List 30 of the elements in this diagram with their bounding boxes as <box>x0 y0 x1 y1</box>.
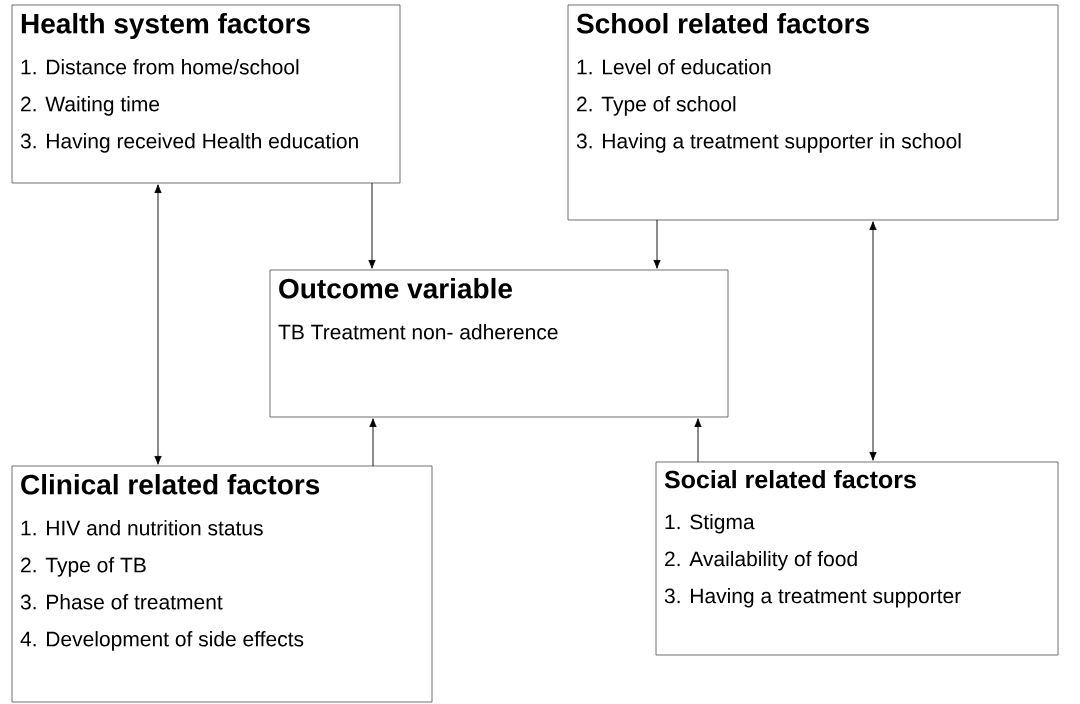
list-item: TB Treatment non- adherence <box>278 324 558 340</box>
list-item: 2. Availability of food <box>665 550 857 571</box>
list-item: 3. Having a treatment supporter in school <box>576 133 961 153</box>
list-item: 4. Development of side effects <box>20 631 304 651</box>
list-item: 1. Stigma <box>665 513 755 534</box>
arrow <box>694 418 702 463</box>
list-item: 1. Level of education <box>577 59 771 75</box>
factor-box <box>269 269 729 418</box>
list-item: 3. Having received Health education <box>20 133 358 153</box>
arrow <box>154 184 162 465</box>
factor-box <box>567 4 1059 221</box>
factor-box <box>11 4 401 184</box>
heading: School related factors <box>576 13 869 34</box>
list-item: 2. Waiting time <box>21 96 160 116</box>
factor-box <box>11 465 433 703</box>
heading: Clinical related factors <box>21 474 320 495</box>
list-item: 1. HIV and nutrition status <box>21 520 263 536</box>
heading: Social related factors <box>664 470 916 489</box>
arrow <box>869 221 877 461</box>
list-item: 3. Phase of treatment <box>20 594 223 610</box>
heading: Health system factors <box>21 13 310 40</box>
heading: Outcome variable <box>279 278 512 299</box>
list-item: 1. Distance from home/school <box>21 59 299 75</box>
list-item: 2. Type of school <box>577 96 736 116</box>
list-item: 2. Type of TB <box>21 557 146 577</box>
list-item: 3. Having a treatment supporter <box>664 587 961 608</box>
factor-box <box>655 461 1059 656</box>
arrow <box>653 219 661 269</box>
arrow <box>368 182 376 269</box>
arrow <box>369 418 377 467</box>
